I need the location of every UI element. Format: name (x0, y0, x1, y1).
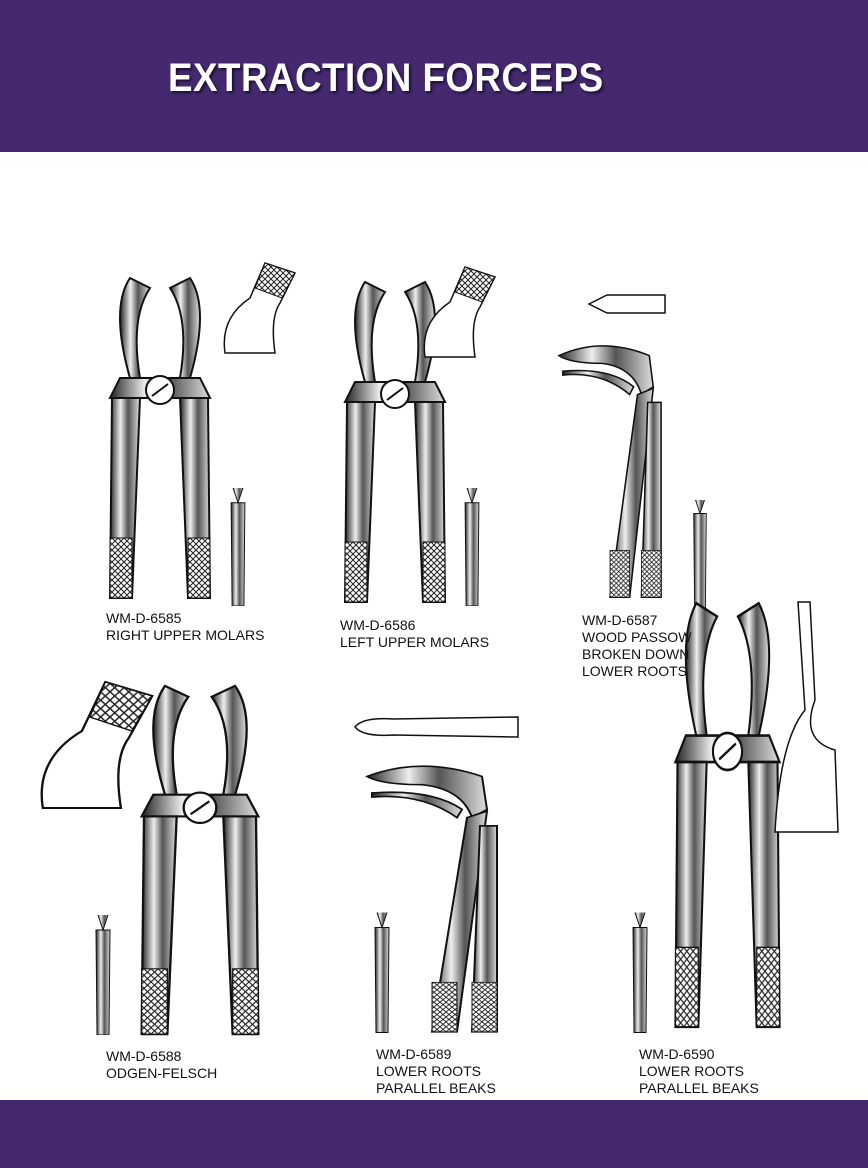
item-code: WM-D-6587 (582, 612, 658, 628)
forceps-6590-beak-image (774, 601, 839, 833)
item-label-6589: WM-D-6589 LOWER ROOTS PARALLEL BEAKS (376, 1046, 496, 1097)
forceps-6587-beak-image (587, 294, 666, 314)
item-description: PARALLEL BEAKS (639, 1080, 759, 1096)
item-label-6585: WM-D-6585 RIGHT UPPER MOLARS (106, 610, 264, 644)
forceps-6589-thumbnail (372, 910, 392, 1035)
header-banner: EXTRACTION FORCEPS (0, 0, 868, 152)
footer-banner (0, 1100, 868, 1168)
forceps-6589-beak-image (354, 716, 519, 738)
forceps-6586-thumbnail (462, 488, 482, 606)
item-description: LEFT UPPER MOLARS (340, 634, 490, 650)
item-description: PARALLEL BEAKS (376, 1080, 496, 1096)
forceps-6586-beak-image (420, 262, 500, 362)
page-title: EXTRACTION FORCEPS (168, 56, 604, 100)
item-description: WOOD PASSOW (582, 629, 692, 645)
forceps-6588-thumbnail (93, 915, 113, 1035)
item-code: WM-D-6590 (639, 1046, 715, 1062)
item-description: BROKEN DOWN (582, 646, 690, 662)
item-code: WM-D-6586 (340, 617, 416, 633)
item-code: WM-D-6585 (106, 610, 182, 626)
item-description: ODGEN-FELSCH (106, 1065, 218, 1081)
item-description: LOWER ROOTS (639, 1063, 745, 1079)
item-code: WM-D-6588 (106, 1048, 182, 1064)
forceps-6585-image (100, 268, 220, 608)
item-description: RIGHT UPPER MOLARS (106, 627, 265, 643)
forceps-6585-beak-image (220, 258, 300, 358)
item-label-6590: WM-D-6590 LOWER ROOTS PARALLEL BEAKS (639, 1046, 759, 1097)
forceps-6585-thumbnail (228, 488, 248, 606)
item-code: WM-D-6589 (376, 1046, 452, 1062)
item-label-6587: WM-D-6587 WOOD PASSOW BROKEN DOWN LOWER … (582, 612, 691, 680)
item-label-6586: WM-D-6586 LEFT UPPER MOLARS (340, 617, 489, 651)
forceps-6588-beak-image (35, 675, 160, 815)
item-description: LOWER ROOTS (582, 663, 688, 679)
item-description: LOWER ROOTS (376, 1063, 482, 1079)
forceps-6590-thumbnail (630, 910, 650, 1035)
item-label-6588: WM-D-6588 ODGEN-FELSCH (106, 1048, 217, 1082)
forceps-6587-image (555, 340, 665, 605)
